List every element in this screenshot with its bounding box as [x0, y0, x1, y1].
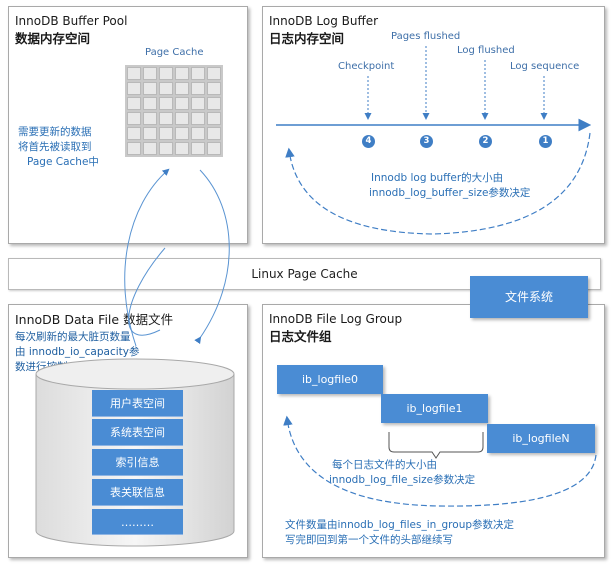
segment-system-tablespace: 系统表空间 [92, 419, 183, 446]
pages-flushed-label: Pages flushed [391, 31, 461, 42]
data-file-title: InnoDB Data File 数据文件 [15, 311, 173, 328]
log-group-title: InnoDB File Log Group 日志文件组 [269, 311, 402, 345]
log-file-count-note-line: 文件数量由innodb_log_files_in_group参数决定 [285, 519, 515, 531]
log-buffer-note-line: innodb_log_buffer_size参数决定 [369, 187, 531, 199]
log-sequence-label: Log sequence [510, 61, 580, 72]
checkpoint-label: Checkpoint [338, 61, 395, 72]
logfile-1-box: ib_logfile1 [381, 394, 488, 423]
log-buffer-title-en: InnoDB Log Buffer [269, 14, 379, 28]
log-buffer-title: InnoDB Log Buffer 日志内存空间 [269, 13, 378, 47]
page-cache-grid [125, 65, 223, 157]
segment-ellipsis: ……… [92, 509, 183, 535]
marker-3: 3 [420, 135, 433, 148]
log-buffer-cycle-arc [285, 132, 591, 235]
data-file-note: 每次刷新的最大脏页数量 由 innodb_io_capacity参 数进行控制 [15, 330, 140, 375]
log-file-count-note-line: 写完即回到第一个文件的头部继续写 [285, 534, 453, 546]
log-file-size-note-line: innodb_log_file_size参数决定 [329, 474, 476, 486]
flush-to-datafile-arrow [194, 169, 230, 345]
segment-index-info: 索引信息 [92, 449, 183, 476]
buffer-pool-title: InnoDB Buffer Pool 数据内存空间 [15, 13, 127, 47]
marker-4: 4 [362, 135, 375, 148]
page-cache-label: Page Cache [145, 47, 204, 58]
data-file-note-line: 每次刷新的最大脏页数量 [15, 331, 131, 343]
log-flushed-label: Log flushed [457, 45, 515, 56]
buffer-pool-title-en: InnoDB Buffer Pool [15, 14, 128, 28]
log-group-title-zh: 日志文件组 [269, 329, 332, 344]
data-file-title-text: InnoDB Data File 数据文件 [15, 312, 174, 327]
read-into-cache-arrow-up [124, 168, 170, 347]
buffer-pool-panel: InnoDB Buffer Pool 数据内存空间 Page Cache 需要更… [8, 6, 248, 244]
data-file-panel: InnoDB Data File 数据文件 每次刷新的最大脏页数量 由 inno… [8, 304, 248, 558]
log-group-panel: InnoDB File Log Group 日志文件组 ib_logfile0 … [262, 304, 605, 558]
buffer-pool-note-line: 需要更新的数据 [18, 126, 92, 138]
log-group-title-en: InnoDB File Log Group [269, 312, 403, 326]
log-buffer-note: Innodb log buffer的大小由 innodb_log_buffer_… [369, 171, 530, 201]
log-buffer-note-line: Innodb log buffer的大小由 [371, 172, 504, 184]
data-file-note-line: 由 innodb_io_capacity参 [15, 346, 140, 358]
segment-table-relation-info: 表关联信息 [92, 479, 183, 506]
buffer-pool-note-line: Page Cache中 [27, 156, 99, 168]
buffer-pool-title-zh: 数据内存空间 [15, 31, 91, 46]
logfile-n-box: ib_logfileN [487, 424, 595, 453]
logfile-0-box: ib_logfile0 [277, 365, 383, 394]
read-into-cache-arrow [128, 247, 166, 336]
segment-user-tablespace: 用户表空间 [92, 390, 183, 417]
buffer-pool-note-line: 将首先被读取到 [18, 141, 92, 153]
log-buffer-title-zh: 日志内存空间 [269, 31, 345, 46]
buffer-pool-note: 需要更新的数据 将首先被读取到 Page Cache中 [18, 125, 99, 170]
log-file-count-note: 文件数量由innodb_log_files_in_group参数决定 写完即回到… [285, 518, 514, 548]
marker-2: 2 [479, 135, 492, 148]
log-file-size-note: 每个日志文件的大小由 innodb_log_file_size参数决定 [329, 458, 475, 488]
logfile-size-bracket [388, 432, 484, 459]
marker-1: 1 [539, 135, 552, 148]
logfile-wrap-arc [283, 415, 597, 507]
filesystem-box: 文件系统 [470, 276, 588, 318]
log-file-size-note-line: 每个日志文件的大小由 [332, 459, 437, 471]
linux-page-cache-label: Linux Page Cache [251, 267, 358, 281]
